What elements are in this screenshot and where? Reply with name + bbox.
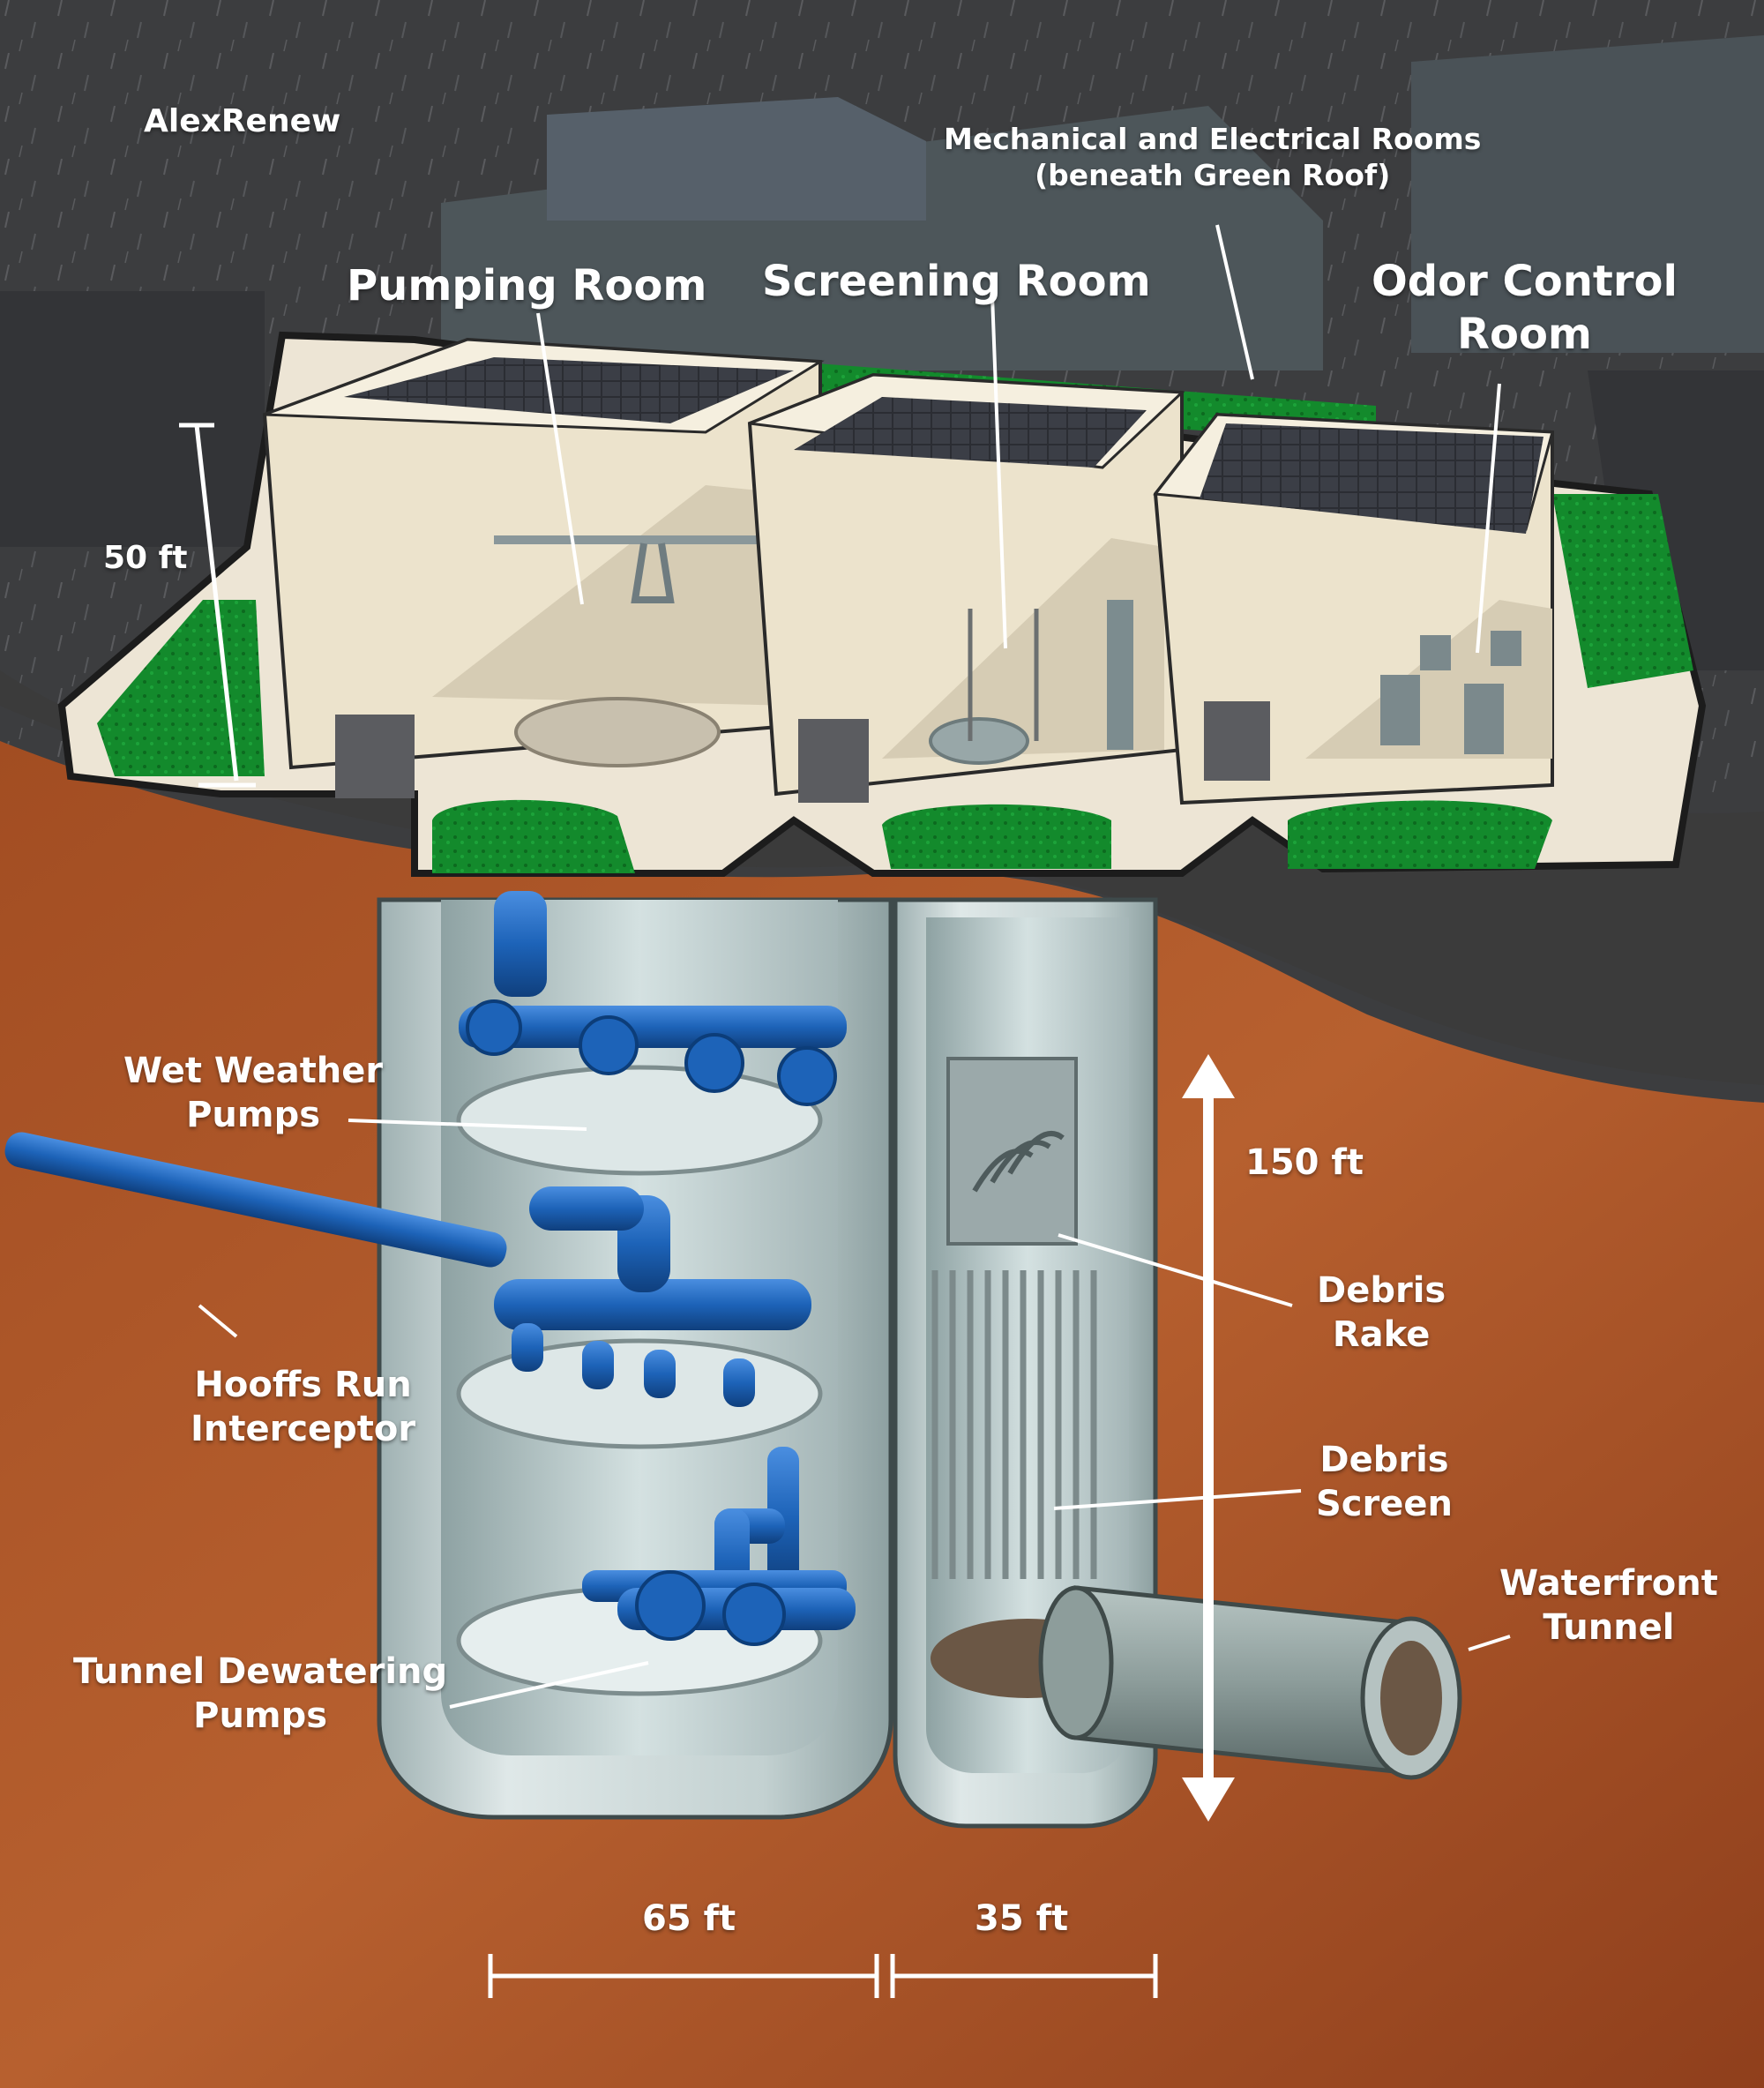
duct (1107, 600, 1133, 750)
door (335, 715, 415, 798)
shaft-opening (929, 717, 1029, 765)
tunnel-dewatering-pumps-label: Tunnel Dewatering Pumps (73, 1651, 448, 1736)
odor-fan (1420, 635, 1451, 670)
hooffs-run-pipe (4, 1132, 507, 1268)
door (798, 719, 869, 803)
width-35ft-label: 35 ft (975, 1898, 1069, 1939)
wet-weather-pump (777, 1046, 837, 1106)
wet-weather-pump (684, 1033, 744, 1093)
debris-rake-label: Debris Rake (1317, 1270, 1446, 1355)
shaft-deck (456, 1065, 823, 1176)
dewatering-pump (635, 1570, 706, 1641)
hooffs-run-interceptor-label: Hooffs Run Interceptor (191, 1365, 416, 1449)
door (1204, 701, 1270, 781)
waterfront-tunnel-label: Waterfront Tunnel (1499, 1563, 1718, 1648)
pipe (494, 891, 547, 997)
pumping-room-label: Pumping Room (347, 261, 707, 311)
pipe (459, 1006, 847, 1048)
height-50ft-label: 50 ft (103, 540, 188, 576)
planter (432, 799, 635, 873)
debris-screen-bars (931, 1270, 1097, 1579)
screening-room-label: Screening Room (762, 257, 1151, 306)
dimension-widths (488, 1954, 1158, 1998)
waterfront-tunnel (1073, 1585, 1414, 1776)
pavement (0, 670, 1764, 1085)
debris-rake (946, 1057, 1078, 1246)
room-interior (882, 538, 1164, 759)
pipe (529, 1186, 644, 1231)
shaft-cover (514, 697, 721, 767)
debris-screen-label: Debris Screen (1316, 1440, 1453, 1524)
pipe (494, 1279, 811, 1330)
odor-control-room-label: Odor Control Room (1372, 257, 1678, 359)
odor-fan (1464, 684, 1504, 754)
dimension-150ft (1182, 1054, 1235, 1822)
mech-rooms-label: Mechanical and Electrical Rooms (beneath… (944, 122, 1482, 193)
background-road (0, 291, 265, 547)
background-building (1411, 35, 1764, 353)
wet-weather-pumps-label: Wet Weather Pumps (123, 1051, 384, 1135)
leader-lines (198, 224, 1511, 1709)
solar-panels (344, 357, 794, 423)
wet-weather-pump (579, 1015, 639, 1075)
wet-weather-pump (466, 999, 522, 1056)
width-65ft-label: 65 ft (642, 1898, 736, 1939)
dimension-50ft (179, 423, 256, 788)
odor-fan (1491, 631, 1521, 666)
planter (1552, 494, 1693, 688)
planter (882, 804, 1111, 869)
dewatering-pump (722, 1583, 786, 1646)
solar-panels (794, 397, 1147, 468)
odor-fan (1380, 675, 1420, 745)
planter (1288, 800, 1552, 869)
depth-150ft-label: 150 ft (1245, 1142, 1364, 1183)
brand-label: AlexRenew (144, 103, 341, 139)
solar-panels (1200, 423, 1544, 534)
background-building (441, 106, 1323, 370)
background-building (547, 97, 926, 221)
